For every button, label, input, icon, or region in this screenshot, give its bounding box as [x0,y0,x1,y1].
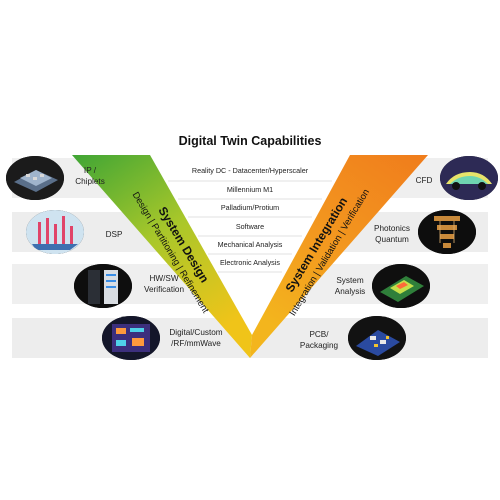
right-item-cfd: CFD [415,176,433,185]
right-item-system-analysis: System Analysis [334,276,366,296]
right-arm-band [250,155,428,358]
left-item-hwsw-verification: HW/SW Verification [143,274,185,294]
right-item-pcb-packaging: PCB/ Packaging [299,330,339,350]
left-arm-band [72,155,252,358]
server-rack-icon [74,264,132,308]
center-separators [168,180,332,273]
center-item-palladium: Palladium/Protium [220,203,280,212]
left-item-dsp: DSP [105,230,123,239]
quantum-computer-icon [418,210,476,254]
dsp-chart-icon [26,210,84,254]
car-cfd-icon [440,156,498,200]
center-item-millennium: Millennium M1 [226,185,274,194]
chip-layout-icon [102,316,160,360]
center-item-mechanical: Mechanical Analysis [217,240,283,249]
right-item-photonics-quantum: Photonics Quantum [374,224,410,244]
center-item-software: Software [235,222,265,231]
thermal-board-icon [372,264,430,308]
inner-wedge [150,155,350,335]
left-item-ip-chiplets: IP / Chiplets [75,166,105,186]
pcb-icon [348,316,406,360]
left-item-digital-custom: Digital/Custom /RF/mmWave [169,328,223,348]
center-item-electronic: Electronic Analysis [220,258,280,267]
chiplet-icon [6,156,64,200]
diagram-title: Digital Twin Capabilities [178,134,322,148]
center-item-reality-dc: Reality DC - Datacenter/Hyperscaler [191,166,309,175]
